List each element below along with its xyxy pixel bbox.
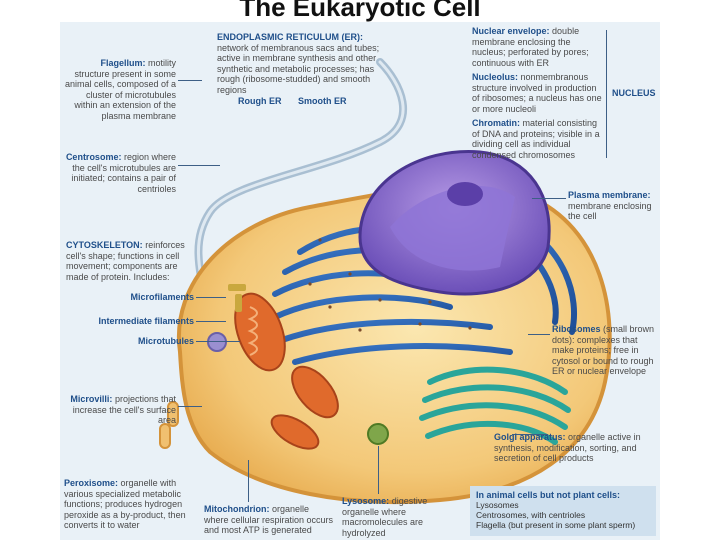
centrosome-desc: region where the cell's microtubules are… [71,152,176,194]
er-desc: network of membranous sacs and tubes; ac… [217,42,380,95]
cytoskeleton-label: CYTOSKELETON: reinforces cell's shape; f… [66,240,194,282]
flagellum-leader [178,80,202,81]
nuclear-envelope-label: Nuclear envelope: double membrane enclos… [472,26,604,68]
lysosome-desc: digestive organelle where macromolecules… [342,496,428,538]
er-label: ENDOPLASMIC RETICULUM (ER): network of m… [217,32,389,95]
cytoskeleton-desc: reinforces cell's shape; functions in ce… [66,240,185,282]
nucleus-label: NUCLEUS [612,88,656,98]
microtubules-leader [196,341,240,342]
mitochondrion-desc: organelle where cellular respiration occ… [204,504,334,535]
animal-cell-legend: In animal cells but not plant cells: Lys… [470,486,656,536]
plasma-membrane-name: Plasma membrane: [568,190,651,200]
microvilli-leader [178,406,202,407]
flagellum-label: Flagellum: motility structure present in… [64,58,176,121]
microfilaments-label: Microfilaments [130,292,194,302]
chromatin-desc: material consisting of DNA and proteins;… [472,118,600,160]
mitochondrion-leader [248,460,249,502]
er-name: ENDOPLASMIC RETICULUM (ER): [217,32,363,42]
centrosome-name: Centrosome: [65,152,122,162]
intermediate-filaments-label: Intermediate filaments [98,316,194,326]
nuclear-envelope-desc: double membrane enclosing the nucleus; p… [472,26,589,68]
ribosomes-name: Ribosomes [552,324,601,334]
lysosome-label: Lysosome: digestive organelle where macr… [342,496,462,538]
legend-item: Lysosomes [476,500,519,510]
mitochondria [234,292,339,450]
peroxisome-desc: organelle with various specialized metab… [64,478,186,530]
centrosome-shape [228,284,246,312]
nucleolus-name: Nucleolus: [472,72,519,82]
mitochondrion-name: Mitochondrion: [204,504,270,514]
golgi-leader [512,434,548,435]
golgi-label: Golgi apparatus: organelle active in syn… [494,432,658,464]
peroxisome-label: Peroxisome: organelle with various speci… [64,478,196,531]
microvilli-desc: projections that increase the cell's sur… [72,394,176,425]
peroxisome-shape [207,332,227,352]
intermediate-filaments-leader [196,321,226,322]
nucleolus-shape [447,182,483,206]
plasma-membrane-label: Plasma membrane: membrane enclosing the … [568,190,658,222]
slide-title: The Eukaryotic Cell [239,0,481,22]
smooth-er-label: Smooth ER [298,96,347,106]
microvilli-name: Microvilli: [70,394,113,404]
plasma-membrane-desc: membrane enclosing the cell [568,200,652,222]
cell-figure: ENDOPLASMIC RETICULUM (ER): network of m… [60,22,660,540]
cell-illustration [159,58,612,504]
peroxisome-name: Peroxisome: [64,478,119,488]
rough-er-label: Rough ER [238,96,282,106]
golgi-desc: organelle active in synthesis, modificat… [494,432,641,463]
legend-item: Flagella (but present in some plant sper… [476,520,636,530]
lysosome-leader [378,446,379,494]
plasma-membrane-leader [532,198,566,199]
nucleolus-label: Nucleolus: nonmembranous structure invol… [472,72,604,114]
microvilli-shape [159,401,179,449]
legend-item: Centrosomes, with centrioles [476,510,586,520]
mitochondrion-label: Mitochondrion: organelle where cellular … [204,504,334,536]
ribosomes-desc: (small brown dots): complexes that make … [552,324,655,376]
golgi-apparatus [419,366,571,445]
lysosome-shape [367,423,389,445]
ribosomes-label: Ribosomes (small brown dots): complexes … [552,324,658,377]
flagellum-desc: motility structure present in some anima… [64,58,176,121]
legend-heading: In animal cells but not plant cells: [476,490,621,500]
nuclear-envelope-name: Nuclear envelope: [472,26,550,36]
chromatin-label: Chromatin: material consisting of DNA an… [472,118,604,160]
centrosome-leader [178,165,220,166]
cytoskeleton-name: CYTOSKELETON: [66,240,143,250]
microvilli-label: Microvilli: projections that increase th… [64,394,176,426]
nucleolus-desc: nonmembranous structure involved in prod… [472,72,602,114]
ribosomes-leader [528,334,550,335]
microfilaments-leader [196,297,226,298]
lysosome-name: Lysosome: [342,496,390,506]
microtubules-label: Microtubules [137,336,194,346]
centrosome-label: Centrosome: region where the cell's micr… [64,152,176,194]
flagellum-name: Flagellum: [100,58,146,68]
golgi-name: Golgi apparatus: [494,432,566,442]
nucleus-bracket [606,30,607,158]
chromatin-name: Chromatin: [472,118,520,128]
